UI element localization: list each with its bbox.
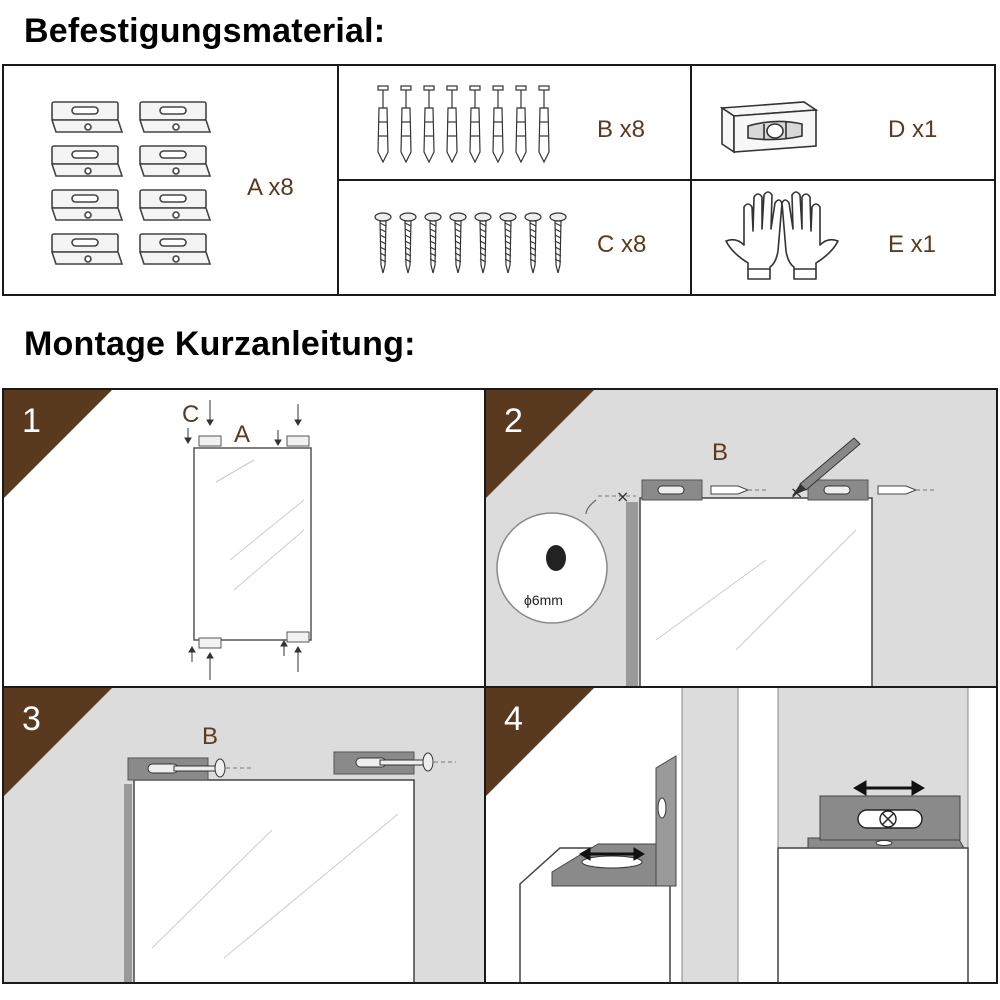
- part-a-cell: A x8: [4, 66, 337, 294]
- step-2-number: 2: [504, 402, 523, 440]
- step-3-label-b: B: [202, 723, 218, 750]
- steps-grid: C A 1 × ×: [2, 388, 998, 984]
- materials-heading: Befestigungsmaterial:: [24, 12, 386, 50]
- step-2-illustration: × × ϕ6mm B: [496, 437, 936, 686]
- wall-plug-icon: [377, 85, 550, 164]
- step-4-corner: [486, 688, 594, 796]
- step-2-drill-label: ϕ6mm: [524, 592, 563, 608]
- svg-text:×: ×: [616, 487, 629, 506]
- part-d-cell: D x1: [692, 66, 994, 179]
- gloves-icon: [725, 191, 839, 280]
- step-1-panel: C A 1: [2, 388, 486, 688]
- part-c-label: C x8: [597, 231, 647, 258]
- step-3-illustration: B: [124, 723, 456, 982]
- step-1-number: 1: [22, 402, 41, 440]
- mounting-bracket-icon: [50, 101, 212, 265]
- screw-icon: [374, 212, 567, 274]
- part-e-label: E x1: [888, 231, 937, 258]
- step-2-corner: [486, 390, 594, 498]
- step-1-label-a: A: [234, 421, 250, 448]
- part-c-cell: C x8: [339, 181, 690, 294]
- part-b-cell: B x8: [339, 66, 690, 179]
- step-3-corner: [4, 688, 112, 796]
- step-1-corner: [4, 390, 112, 498]
- part-d-label: D x1: [888, 116, 938, 143]
- step-4-number: 4: [504, 700, 523, 738]
- table-divider: [339, 179, 994, 181]
- part-a-label: A x8: [247, 174, 294, 201]
- step-1-label-c: C: [182, 401, 199, 428]
- part-e-cell: E x1: [692, 181, 994, 294]
- step-4-panel: 4: [484, 686, 998, 984]
- part-b-label: B x8: [597, 116, 646, 143]
- step-3-number: 3: [22, 700, 41, 738]
- table-divider: [337, 66, 339, 294]
- instructions-heading: Montage Kurzanleitung:: [24, 325, 416, 363]
- parts-table: A x8 B x8 C x8 D x1: [2, 64, 996, 296]
- step-4-illustration: [519, 688, 996, 982]
- step-1-illustration: C A: [182, 400, 312, 680]
- step-3-panel: B 3: [2, 686, 486, 984]
- spirit-level-icon: [719, 101, 819, 154]
- step-2-label-b: B: [712, 439, 728, 466]
- step-2-panel: × × ϕ6mm B 2: [484, 388, 998, 688]
